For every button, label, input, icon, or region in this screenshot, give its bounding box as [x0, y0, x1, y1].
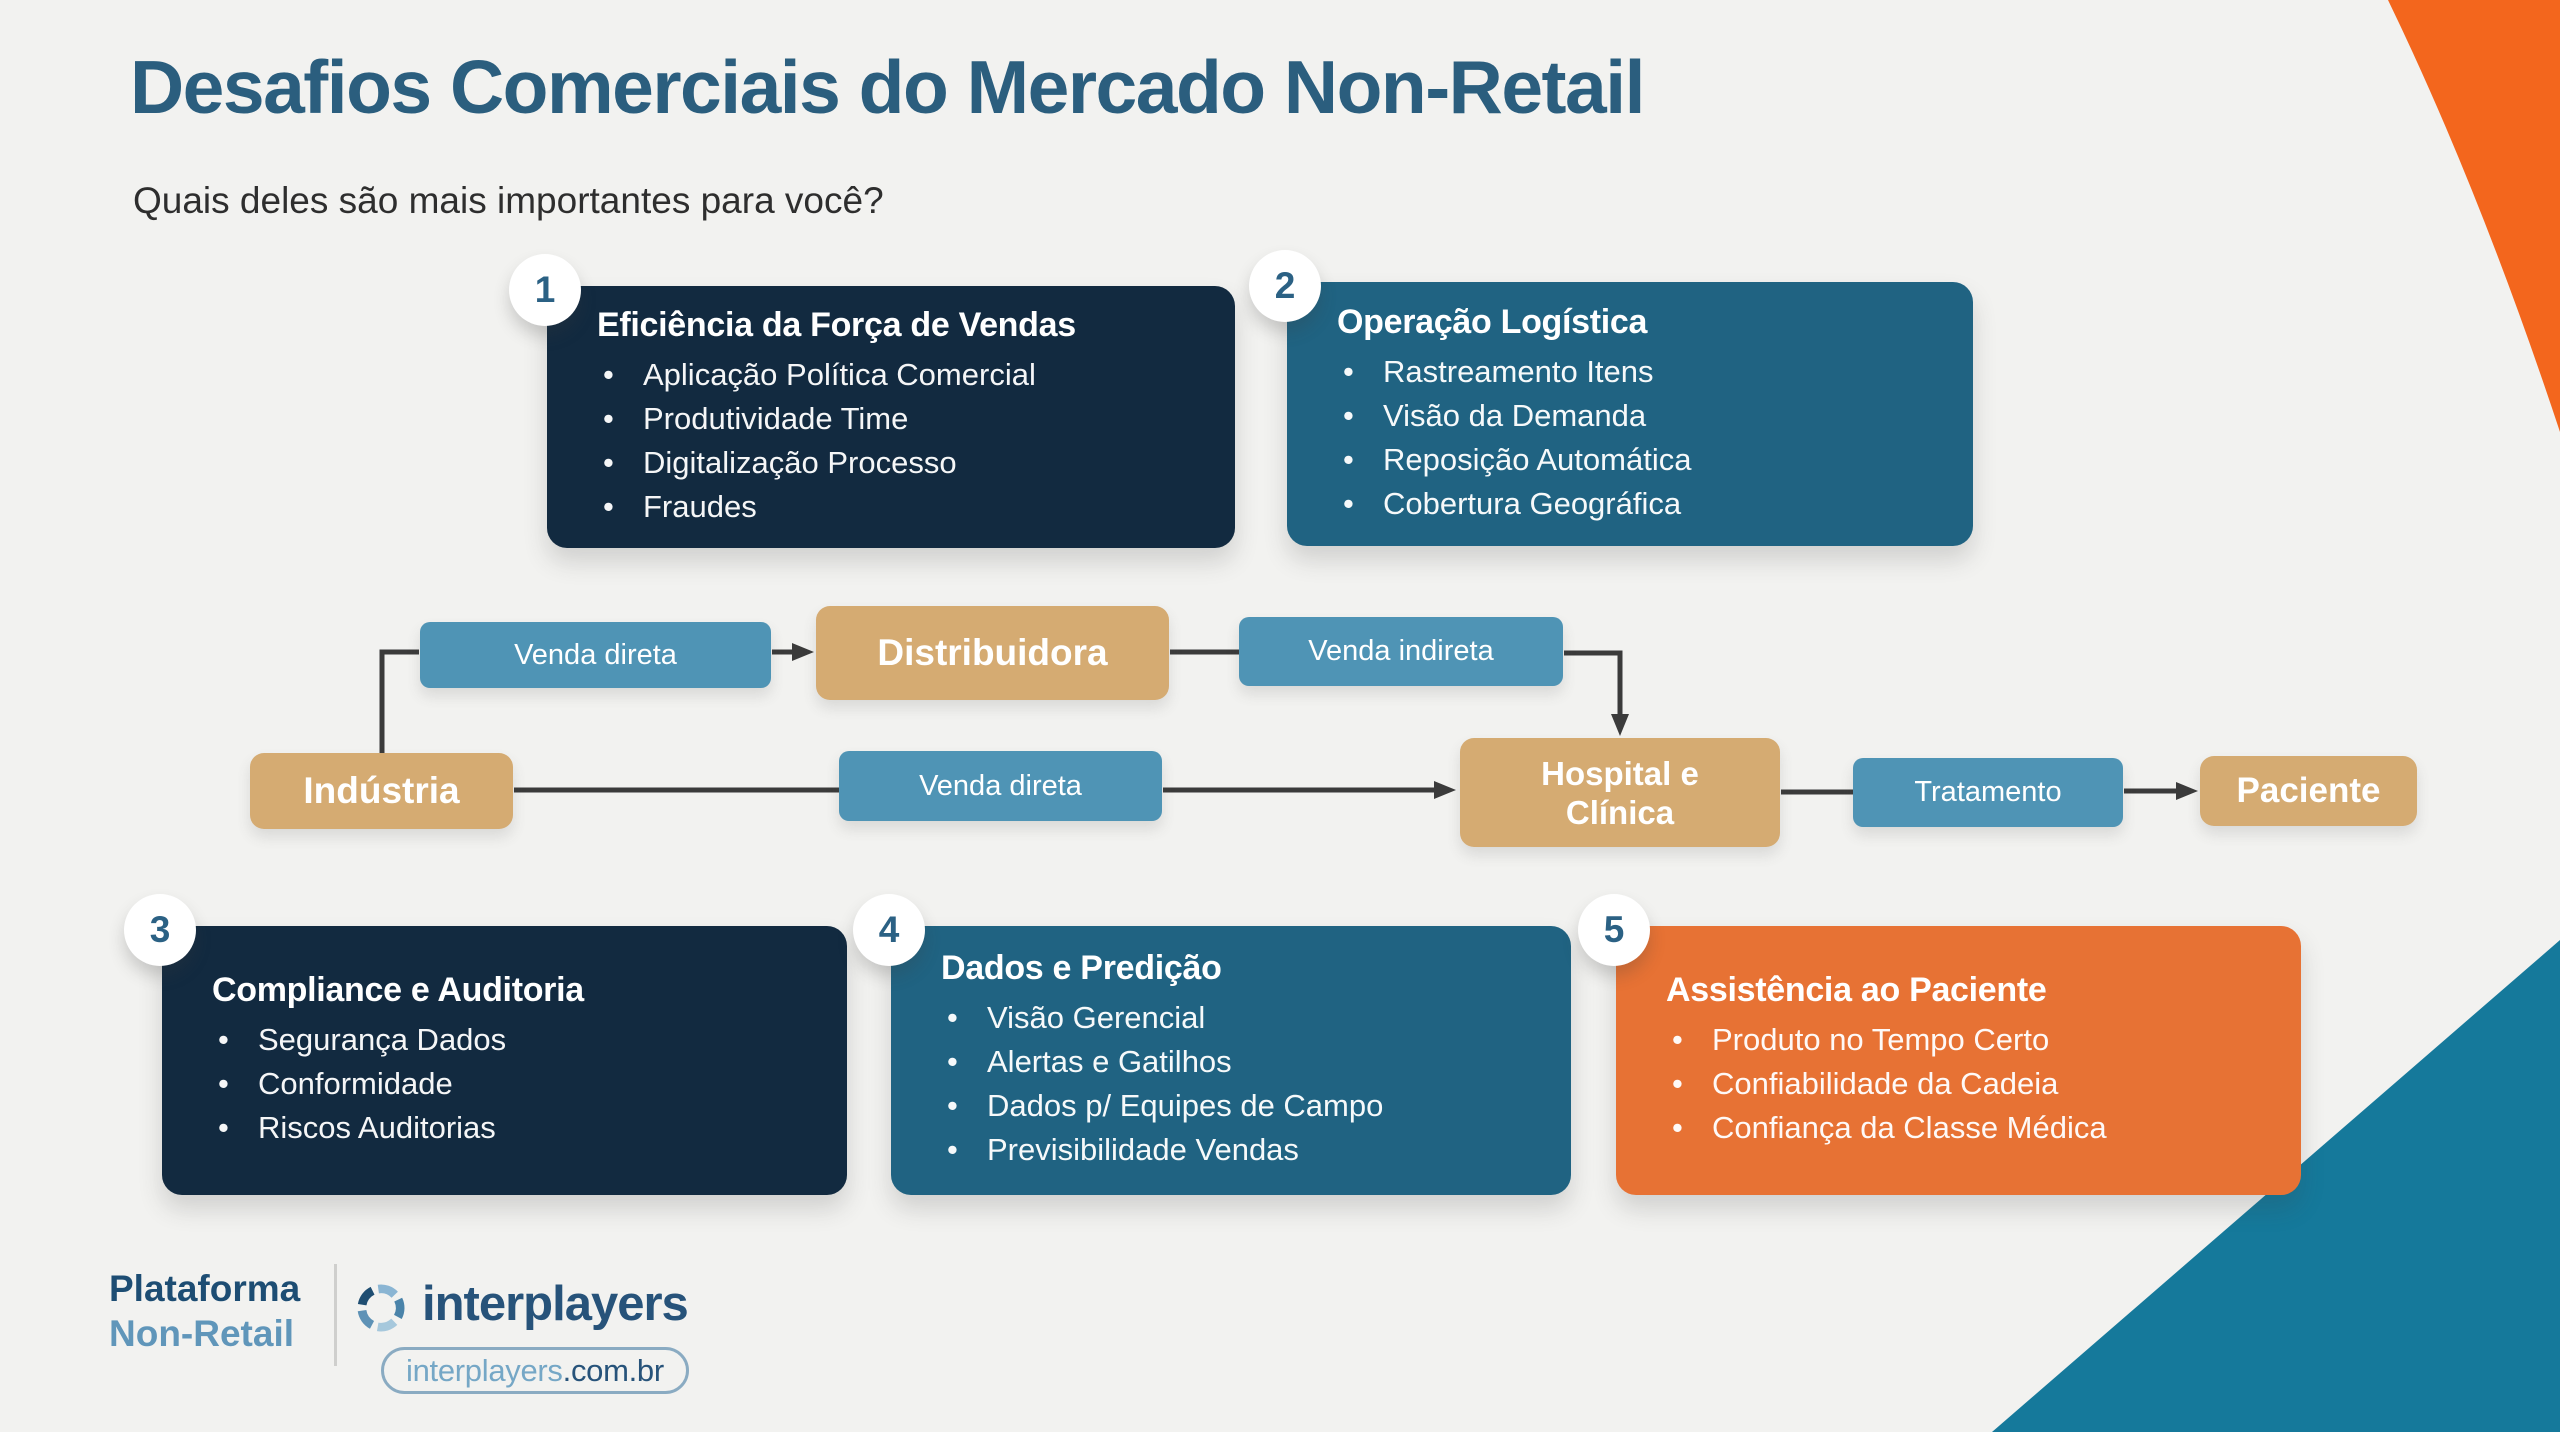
flow-label-venda-indireta: Venda indireta: [1239, 617, 1563, 686]
card-2-bullet-list: Rastreamento Itens Visão da Demanda Repo…: [1337, 350, 1943, 526]
card-4-bullet: Previsibilidade Vendas: [941, 1128, 1541, 1172]
website-url-pill: interplayers.com.br: [381, 1347, 689, 1394]
card-3-number-badge: 3: [124, 894, 196, 966]
card-1-number-badge: 1: [509, 254, 581, 326]
flow-node-paciente: Paciente: [2200, 756, 2417, 826]
orange-corner-wedge: [2388, 0, 2560, 432]
card-5-number-badge: 5: [1578, 894, 1650, 966]
card-4-bullet: Alertas e Gatilhos: [941, 1040, 1541, 1084]
url-tld: .com.br: [562, 1352, 665, 1388]
page-subtitle: Quais deles são mais importantes para vo…: [133, 180, 884, 221]
flow-label-tratamento: Tratamento: [1853, 758, 2123, 827]
footer-divider: [334, 1264, 337, 1366]
card-2-bullet: Rastreamento Itens: [1337, 350, 1943, 394]
card-4-number-badge: 4: [853, 894, 925, 966]
connector-venda-indireta-to-hospital: [1564, 650, 1629, 736]
card-5-bullet: Confiabilidade da Cadeia: [1666, 1062, 2271, 1106]
card-3-bullet-list: Segurança Dados Conformidade Riscos Audi…: [212, 1018, 817, 1150]
flow-node-hospital-clinica: Hospital e Clínica: [1460, 738, 1780, 847]
card-3-title: Compliance e Auditoria: [212, 971, 584, 1009]
url-name: interplayers: [406, 1352, 563, 1388]
brand-swirl-icon: [357, 1284, 405, 1332]
card-5-bullet: Confiança da Classe Médica: [1666, 1106, 2271, 1150]
flow-label-venda-direta-top: Venda direta: [420, 622, 771, 688]
platform-line2: Non-Retail: [109, 1313, 294, 1354]
card-4-bullet: Visão Gerencial: [941, 996, 1541, 1040]
card-3-number: 3: [149, 909, 171, 950]
connector-industria-to-venda-direta-top: [379, 649, 419, 754]
challenge-card-5: 5 Assistência ao Paciente Produto no Tem…: [1578, 894, 2301, 1195]
challenge-card-2: 2 Operação Logística Rastreamento Itens …: [1249, 250, 1973, 546]
challenge-card-1: 1 Eficiência da Força de Vendas Aplicaçã…: [509, 254, 1235, 548]
card-1-bullet: Aplicação Política Comercial: [597, 353, 1205, 397]
flow-node-distribuidora: Distribuidora: [816, 606, 1169, 700]
card-1-bullet: Fraudes: [597, 485, 1205, 529]
card-4-bullet-list: Visão Gerencial Alertas e Gatilhos Dados…: [941, 996, 1541, 1172]
card-4-number: 4: [878, 909, 900, 950]
flow-label-venda-direta-bottom: Venda direta: [839, 751, 1162, 821]
page-title: Desafios Comerciais do Mercado Non-Retai…: [130, 45, 1645, 129]
card-3-bullet: Riscos Auditorias: [212, 1106, 817, 1150]
challenge-card-3: 3 Compliance e Auditoria Segurança Dados…: [124, 894, 847, 1195]
card-1-bullet: Digitalização Processo: [597, 441, 1205, 485]
card-3-bullet: Segurança Dados: [212, 1018, 817, 1062]
card-2-bullet: Visão da Demanda: [1337, 394, 1943, 438]
platform-line1: Plataforma: [109, 1268, 301, 1309]
card-1-title: Eficiência da Força de Vendas: [597, 305, 1076, 344]
card-5-title: Assistência ao Paciente: [1666, 971, 2047, 1009]
card-4-bullet: Dados p/ Equipes de Campo: [941, 1084, 1541, 1128]
card-5-bullet-list: Produto no Tempo Certo Confiabilidade da…: [1666, 1018, 2271, 1150]
card-2-number: 2: [1274, 265, 1296, 306]
card-2-bullet: Cobertura Geográfica: [1337, 482, 1943, 526]
card-2-number-badge: 2: [1249, 250, 1321, 322]
card-5-number: 5: [1603, 909, 1625, 950]
card-1-bullet-list: Aplicação Política Comercial Produtivida…: [597, 353, 1205, 529]
challenge-card-4: 4 Dados e Predição Visão Gerencial Alert…: [853, 894, 1571, 1195]
card-3-bullet: Conformidade: [212, 1062, 817, 1106]
card-5-bullet: Produto no Tempo Certo: [1666, 1018, 2271, 1062]
brand-wordmark: interplayers: [422, 1277, 689, 1331]
card-2-bullet: Reposição Automática: [1337, 438, 1943, 482]
platform-label: Plataforma Non-Retail: [109, 1266, 300, 1356]
card-4-title: Dados e Predição: [941, 949, 1222, 987]
card-1-number: 1: [534, 269, 556, 310]
card-1-bullet: Produtividade Time: [597, 397, 1205, 441]
flow-node-industria: Indústria: [250, 753, 513, 829]
card-2-title: Operação Logística: [1337, 302, 1648, 341]
